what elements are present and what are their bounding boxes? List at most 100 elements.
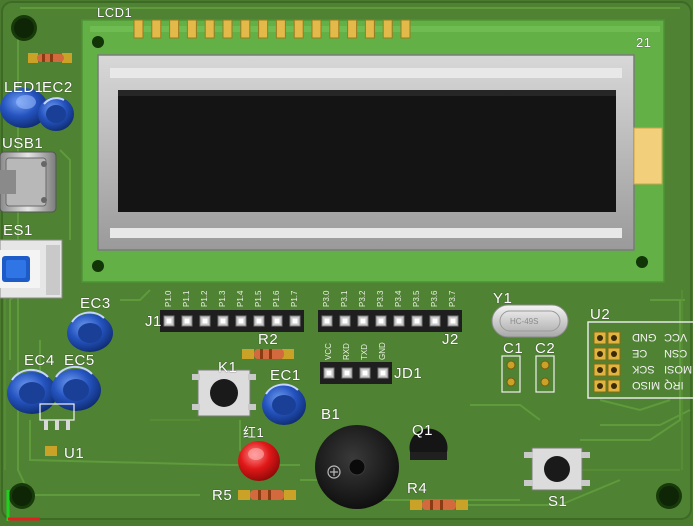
j2-pin-tip [360, 318, 366, 324]
u2-pin-label: GND [632, 331, 657, 343]
j1-pin-label: P1.3 [218, 290, 227, 307]
lcd-header-pin [186, 19, 197, 39]
u2-pin-label: MOSI [664, 363, 693, 375]
j1-pin-tip [256, 318, 262, 324]
j2-header [318, 310, 462, 332]
lcd-header-pin [364, 19, 375, 39]
ec3-capacitor [67, 311, 113, 352]
b1-label: B1 [321, 406, 341, 423]
u2-pin-label: MISO [632, 379, 661, 391]
j1-pin-label: P1.1 [182, 290, 191, 307]
u2-module-footprint [587, 321, 693, 399]
j1-pin-label: P1.2 [200, 290, 209, 307]
u2-pin-label: IRQ [664, 379, 684, 391]
j2-pin-label: P3.0 [322, 290, 331, 307]
ec4-label: EC4 [24, 352, 55, 369]
ec5-capacitor [51, 365, 101, 411]
j1-pin-label: P1.6 [272, 290, 281, 307]
j1-pin-tip [166, 318, 172, 324]
lcd-header-pin [329, 19, 340, 39]
s1-label: S1 [548, 493, 568, 510]
lcd-header-pin [133, 19, 144, 39]
jd1-pin-label: RXD [342, 343, 351, 360]
j1-pin-tip [292, 318, 298, 324]
red-led [238, 441, 280, 481]
lcd1602-module [81, 19, 665, 283]
lcd-header-pin [169, 19, 180, 39]
r4-label: R4 [407, 480, 428, 497]
y1-label: Y1 [493, 290, 513, 307]
u2-pin-label: SCK [632, 363, 655, 375]
jd1-header [320, 362, 392, 384]
lcd-header-pin [240, 19, 251, 39]
u2-pad-hole [611, 383, 617, 389]
u2-pin-label: CSN [664, 347, 688, 359]
r5-label: R5 [212, 487, 233, 504]
j1-pin-tip [184, 318, 190, 324]
j2-pin-label: P3.6 [430, 290, 439, 307]
u2-pad-hole [597, 367, 603, 373]
u2-pin-label: VCC [664, 331, 688, 343]
k1-push-button [192, 369, 256, 417]
c2-capacitor-footprint [535, 355, 555, 393]
jd1-pin-label: TXD [360, 344, 369, 360]
j2-pin-tip [432, 318, 438, 324]
c1-label: C1 [503, 340, 524, 357]
j1-pin-tip [220, 318, 226, 324]
j2-pin-tip [342, 318, 348, 324]
crystal-marking: HC-49S [510, 317, 539, 326]
lcd-screen [118, 90, 616, 212]
resistor-top-left [28, 53, 72, 63]
u2-pin-label: CE [632, 347, 648, 359]
j1-pin-label: P1.5 [254, 290, 263, 307]
origin-marker [6, 490, 40, 521]
jd1-pin-label: VCC [324, 343, 333, 360]
r2-resistor [242, 349, 294, 359]
mounting-holes [9, 15, 682, 509]
ec2-capacitor [38, 97, 74, 131]
ec1-label: EC1 [270, 367, 301, 384]
q1-transistor [409, 428, 448, 460]
usb1-label: USB1 [2, 135, 44, 152]
jd1-pin-tip [344, 370, 350, 376]
lcd1-label: LCD1 [97, 5, 133, 20]
es1-label: ES1 [3, 222, 33, 239]
j2-pin-label: P3.1 [340, 290, 349, 307]
ec3-label: EC3 [80, 295, 111, 312]
j1-pin-tip [238, 318, 244, 324]
j2-pin-tip [324, 318, 330, 324]
u2-pad-hole [611, 335, 617, 341]
ec2-label: EC2 [42, 79, 73, 96]
j2-pin-tip [414, 318, 420, 324]
r4-resistor [410, 500, 468, 510]
y1-crystal [491, 304, 569, 338]
lcd-header-pin [151, 19, 162, 39]
es1-power-switch [0, 239, 63, 299]
lcd-header-pin [347, 19, 358, 39]
s1-push-button [524, 447, 590, 491]
lcd-header-pin [382, 19, 393, 39]
lcd-header-pin [258, 19, 269, 39]
c2-label: C2 [535, 340, 556, 357]
u2-pad-hole [597, 335, 603, 341]
u2-pad-hole [611, 351, 617, 357]
j1-pin-tip [202, 318, 208, 324]
jd1-label: JD1 [394, 365, 423, 382]
j1-header [160, 310, 304, 332]
b1-buzzer [315, 425, 399, 509]
j1-label: J1 [145, 313, 162, 330]
r5-resistor [238, 490, 296, 500]
lcd-header-pin [400, 19, 411, 39]
lcd-header-pin [293, 19, 304, 39]
jd1-pin-label: GND [378, 342, 387, 360]
j1-pin-label: P1.0 [164, 290, 173, 307]
j1-pin-label: P1.4 [236, 290, 245, 307]
u2-label: U2 [590, 306, 611, 323]
j1-pin-tip [274, 318, 280, 324]
j2-pin-label: P3.3 [376, 290, 385, 307]
jd1-pin-tip [362, 370, 368, 376]
u2-pad-hole [597, 383, 603, 389]
lcd-header-pin [222, 19, 233, 39]
q1-label: Q1 [412, 422, 434, 439]
usb-connector [0, 151, 57, 213]
